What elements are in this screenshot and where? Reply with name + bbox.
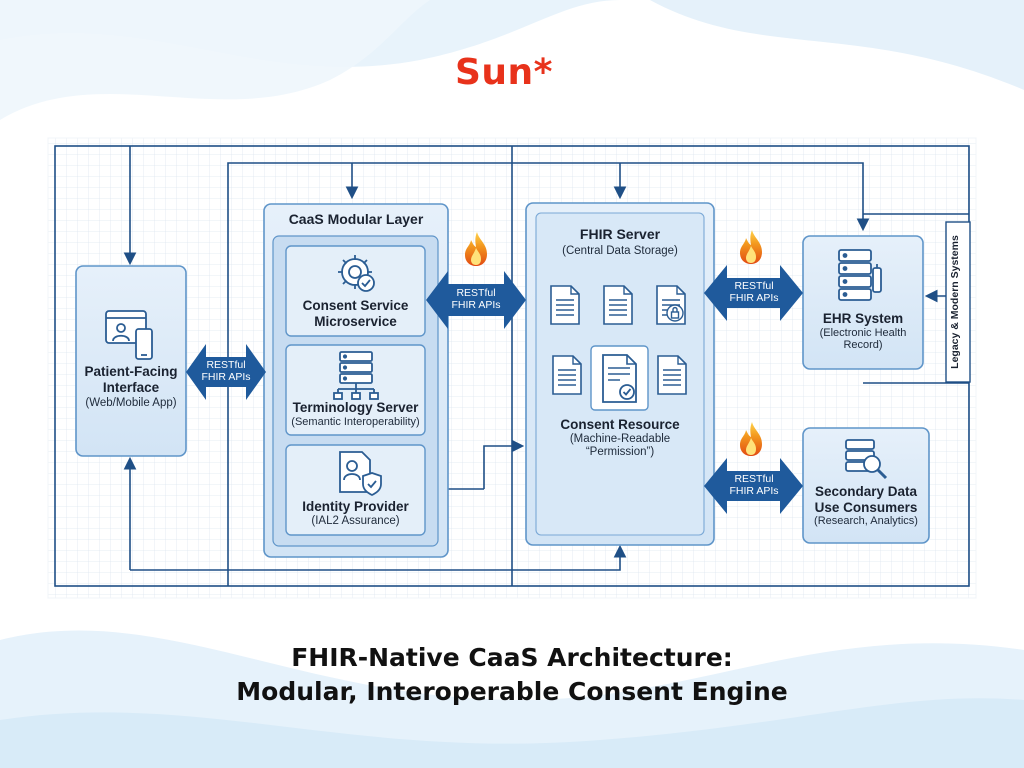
browser-phone-icon bbox=[105, 310, 153, 360]
connector-lines bbox=[54, 145, 970, 587]
consent-resource-title: Consent Resource bbox=[560, 417, 680, 432]
fhir-secondary-arrow-label: RESTful FHIR APIs bbox=[722, 473, 786, 497]
caas-fhir-arrow-line1: RESTful bbox=[456, 287, 496, 299]
patient-interface-panel bbox=[75, 265, 187, 457]
fhir-ehr-arrow-line1: RESTful bbox=[734, 280, 774, 292]
fhir-server-subtitle: (Central Data Storage) bbox=[562, 245, 678, 258]
ehr-system-subtitle-1: (Electronic Health bbox=[819, 326, 907, 339]
consent-service-title-2: Microservice bbox=[314, 313, 397, 329]
secondary-consumers-title-2: Use Consumers bbox=[814, 499, 918, 515]
patient-interface-title-1: Patient-Facing bbox=[84, 364, 178, 379]
secondary-consumers-title-1: Secondary Data bbox=[814, 484, 918, 499]
consent-service-title-1: Consent Service bbox=[302, 298, 409, 313]
caas-fhir-arrow-line2: FHIR APIs bbox=[451, 299, 501, 312]
fhir-ehr-arrow bbox=[704, 265, 803, 321]
ehr-system-title: EHR System bbox=[822, 311, 904, 326]
consent-service-box bbox=[285, 245, 426, 337]
legacy-systems-tab bbox=[945, 221, 971, 383]
brand-logo: Sun* bbox=[455, 52, 554, 93]
caas-fhir-arrow-label: RESTful FHIR APIs bbox=[444, 287, 508, 311]
patient-caas-arrow-line2: FHIR APIs bbox=[201, 371, 251, 384]
secondary-consumers-panel bbox=[802, 427, 930, 544]
patient-interface-title-2: Interface bbox=[102, 379, 160, 395]
terminology-server-title: Terminology Server bbox=[292, 400, 419, 415]
fhir-secondary-arrow bbox=[704, 458, 803, 514]
identity-provider-title: Identity Provider bbox=[302, 499, 409, 514]
consent-resource-subtitle-2: “Permission”) bbox=[585, 445, 655, 458]
secondary-consumers-subtitle: (Research, Analytics) bbox=[814, 515, 918, 528]
legacy-systems-label: Legacy & Modern Systems bbox=[949, 235, 961, 369]
fhir-ehr-arrow-line2: FHIR APIs bbox=[729, 292, 779, 305]
caption-line-1: FHIR-Native CaaS Architecture: bbox=[291, 643, 733, 672]
consent-resource-subtitle-1: (Machine-Readable bbox=[569, 432, 671, 445]
patient-interface-subtitle: (Web/Mobile App) bbox=[85, 397, 177, 410]
patient-caas-arrow-line1: RESTful bbox=[206, 359, 246, 371]
ehr-system-subtitle-2: Record) bbox=[843, 339, 883, 352]
server-network-icon bbox=[333, 351, 379, 400]
caption-line-2: Modular, Interoperable Consent Engine bbox=[236, 677, 788, 706]
patient-caas-arrow bbox=[186, 344, 266, 400]
terminology-server-label: Terminology Server (Semantic Interoperab… bbox=[286, 400, 425, 428]
patient-caas-arrow-label: RESTful FHIR APIs bbox=[198, 359, 254, 383]
id-badge-shield-icon bbox=[339, 451, 382, 497]
document-check-icon bbox=[590, 345, 649, 411]
gear-check-icon bbox=[338, 255, 375, 292]
consent-service-label: Consent Service Microservice bbox=[286, 298, 425, 329]
terminology-server-subtitle: (Semantic Interoperability) bbox=[291, 415, 420, 428]
fhir-server-title: FHIR Server bbox=[579, 226, 661, 242]
secondary-consumers-label: Secondary Data Use Consumers (Research, … bbox=[803, 484, 929, 528]
identity-provider-label: Identity Provider (IAL2 Assurance) bbox=[286, 499, 425, 528]
fhir-secondary-arrow-line2: FHIR APIs bbox=[729, 485, 779, 498]
fhir-secondary-arrow-line1: RESTful bbox=[734, 473, 774, 485]
database-search-icon bbox=[845, 439, 888, 480]
caas-layer-title: CaaS Modular Layer bbox=[288, 211, 424, 227]
identity-provider-subtitle: (IAL2 Assurance) bbox=[311, 514, 400, 527]
caas-fhir-arrow bbox=[426, 271, 526, 329]
fhir-ehr-arrow-label: RESTful FHIR APIs bbox=[722, 280, 786, 304]
ehr-system-label: EHR System (Electronic Health Record) bbox=[803, 311, 923, 352]
lock-badge-icon bbox=[666, 304, 684, 322]
consent-resource-label: Consent Resource (Machine-Readable “Perm… bbox=[536, 417, 704, 459]
ehr-system-panel bbox=[802, 235, 924, 370]
fhir-server-label: FHIR Server (Central Data Storage) bbox=[536, 226, 704, 258]
server-rack-icon bbox=[838, 249, 882, 301]
patient-interface-label: Patient-Facing Interface (Web/Mobile App… bbox=[78, 364, 184, 410]
api-arrows bbox=[186, 265, 803, 514]
